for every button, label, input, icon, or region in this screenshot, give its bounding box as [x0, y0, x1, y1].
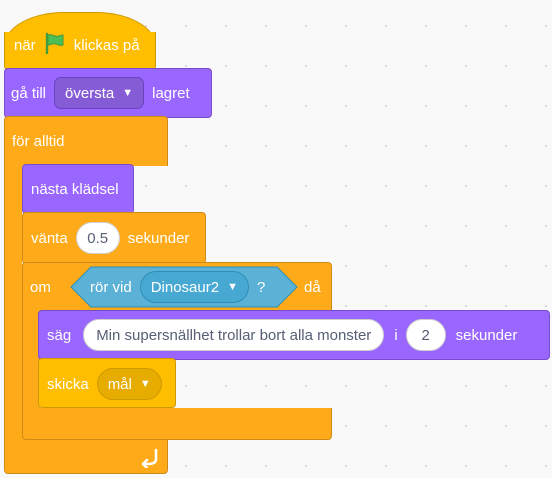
wait-label-after: sekunder: [127, 229, 190, 247]
chevron-down-icon: ▼: [227, 281, 238, 293]
green-flag-icon: [44, 32, 66, 58]
touching-block[interactable]: rör vid Dinosaur2 ▼ ?: [70, 266, 298, 308]
next-costume-label: nästa klädsel: [31, 180, 119, 198]
next-costume-block[interactable]: nästa klädsel: [22, 164, 134, 214]
loop-arrow-icon: [140, 446, 162, 470]
wait-label-before: vänta: [31, 229, 68, 247]
say-seconds-input[interactable]: 2: [405, 319, 446, 351]
goto-label-before: gå till: [11, 84, 47, 102]
chevron-down-icon: ▼: [122, 87, 134, 99]
if-bottom-arm: [22, 408, 332, 440]
layer-dropdown[interactable]: översta ▼: [54, 77, 145, 109]
forever-label: för alltid: [12, 132, 65, 150]
sprite-dropdown-value: Dinosaur2: [150, 278, 220, 296]
touching-label-after: ?: [256, 278, 266, 296]
sprite-dropdown[interactable]: Dinosaur2 ▼: [139, 271, 249, 303]
forever-block[interactable]: för alltid: [4, 116, 172, 474]
go-to-layer-block[interactable]: gå till översta ▼ lagret: [4, 68, 212, 118]
hat-body: [4, 32, 156, 70]
forever-top-arm: [4, 116, 168, 166]
if-side: [22, 310, 40, 408]
say-label-after: sekunder: [455, 326, 518, 344]
if-label-before: om: [30, 278, 51, 296]
wait-block[interactable]: vänta 0.5 sekunder: [22, 212, 206, 264]
say-label-before: säg: [47, 326, 72, 344]
goto-label-after: lagret: [152, 84, 190, 102]
forever-bottom-arm: [4, 434, 168, 474]
wait-seconds-input[interactable]: 0.5: [75, 222, 120, 254]
hat-label-before: när: [14, 36, 36, 54]
touching-label-before: rör vid: [90, 278, 132, 296]
say-message-input[interactable]: Min supersnällhet trollar bort alla mons…: [83, 319, 385, 351]
layer-dropdown-value: översta: [65, 84, 115, 102]
broadcast-block[interactable]: skicka mål ▼: [38, 358, 176, 408]
chevron-down-icon: ▼: [139, 378, 151, 390]
say-label-mid: i: [394, 326, 398, 344]
say-for-secs-block[interactable]: säg Min supersnällhet trollar bort alla …: [38, 310, 550, 360]
message-dropdown-value: mål: [107, 375, 132, 393]
if-label-after: då: [304, 278, 321, 296]
broadcast-label: skicka: [47, 375, 89, 393]
hat-label-after: klickas på: [73, 36, 140, 54]
message-dropdown[interactable]: mål ▼: [96, 368, 162, 400]
when-flag-clicked-block[interactable]: när klickas på: [4, 12, 156, 70]
forever-side: [4, 164, 22, 434]
